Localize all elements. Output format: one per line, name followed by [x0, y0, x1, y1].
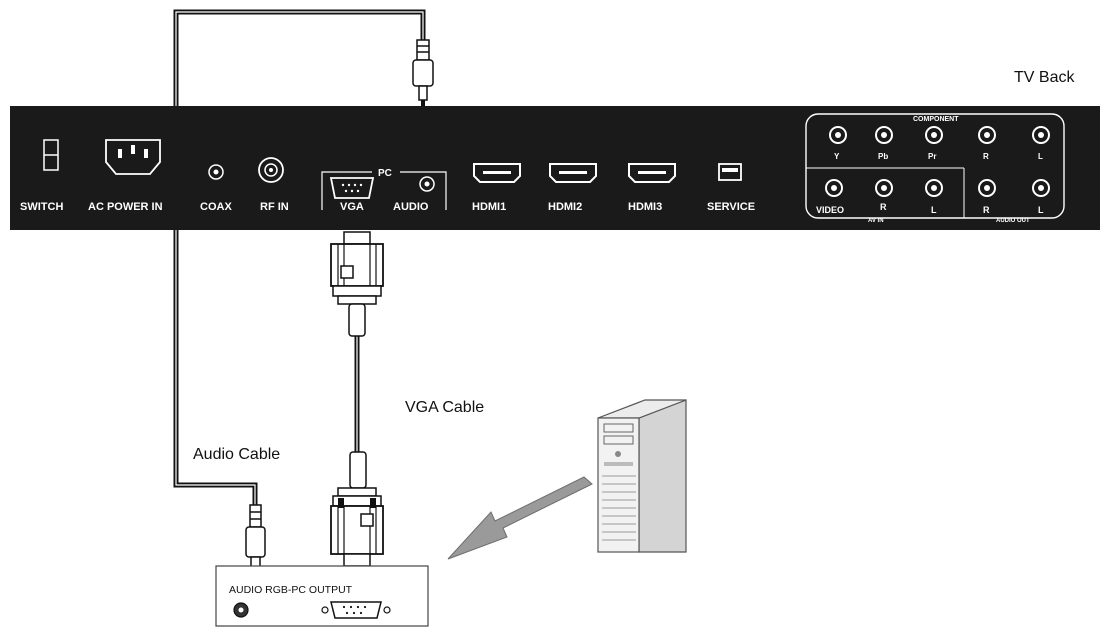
out-r-label: R	[983, 205, 990, 215]
video-label: VIDEO	[816, 205, 844, 215]
coax-label: COAX	[200, 201, 232, 213]
ac-power-label: AC POWER IN	[88, 201, 163, 213]
av-in-group-label: AV IN	[868, 218, 884, 224]
hdmi1-port	[473, 163, 521, 183]
pc-tower	[597, 399, 687, 553]
pc-output-label: AUDIO RGB-PC OUTPUT	[229, 584, 353, 596]
audio-out-group-label: AUDIO OUT	[996, 218, 1030, 224]
component-y-jack	[829, 126, 847, 144]
hdmi3-label: HDMI3	[628, 201, 662, 213]
vga-cable-label: VGA Cable	[405, 399, 484, 416]
service-label: SERVICE	[707, 201, 755, 213]
component-group-label: COMPONENT	[913, 116, 959, 123]
component-r-jack	[978, 126, 996, 144]
comp-pr-label: Pr	[928, 152, 936, 161]
vga-port	[329, 177, 375, 199]
pc-output-box	[215, 565, 429, 627]
audio-plug-bottom	[245, 504, 266, 568]
out-l-label: L	[1038, 205, 1044, 215]
pc-pointer-arrow	[447, 476, 593, 560]
audio-plug-top	[412, 39, 434, 108]
coax-port	[208, 164, 224, 180]
component-pr-jack	[925, 126, 943, 144]
pc-group-bracket	[321, 171, 447, 210]
vga-label: VGA	[340, 201, 364, 213]
pc-audio-output-jack	[233, 602, 249, 618]
service-port	[718, 163, 742, 181]
vga-plug-bottom	[330, 451, 384, 567]
hdmi1-label: HDMI1	[472, 201, 506, 213]
av-frame	[805, 113, 1065, 219]
audio-label: AUDIO	[393, 201, 429, 213]
component-l-jack	[1032, 126, 1050, 144]
av-video-jack	[825, 179, 843, 197]
audio-cable	[173, 9, 426, 520]
comp-r-label: R	[983, 152, 989, 161]
switch-port	[43, 139, 59, 171]
ac-power-port	[105, 139, 161, 175]
av-l-jack	[925, 179, 943, 197]
comp-l-label: L	[1038, 152, 1043, 161]
audio-out-l-jack	[1032, 179, 1050, 197]
pc-group-label: PC	[378, 168, 392, 179]
hdmi2-port	[549, 163, 597, 183]
rf-in-label: RF IN	[260, 201, 289, 213]
comp-y-label: Y	[834, 152, 840, 161]
rf-in-port	[258, 157, 284, 183]
vga-plug-top	[330, 231, 384, 337]
pc-audio-port	[419, 176, 435, 192]
pc-vga-output-port	[321, 601, 391, 619]
hdmi2-label: HDMI2	[548, 201, 582, 213]
audio-cable-label: Audio Cable	[193, 446, 280, 463]
av-r-label: R	[880, 202, 887, 212]
switch-label: SWITCH	[20, 201, 63, 213]
comp-pb-label: Pb	[878, 152, 888, 161]
tv-back-caption: TV Back	[1014, 69, 1075, 86]
av-r-jack	[875, 179, 893, 197]
audio-out-r-jack	[978, 179, 996, 197]
av-l-label: L	[931, 205, 937, 215]
component-pb-jack	[875, 126, 893, 144]
hdmi3-port	[628, 163, 676, 183]
